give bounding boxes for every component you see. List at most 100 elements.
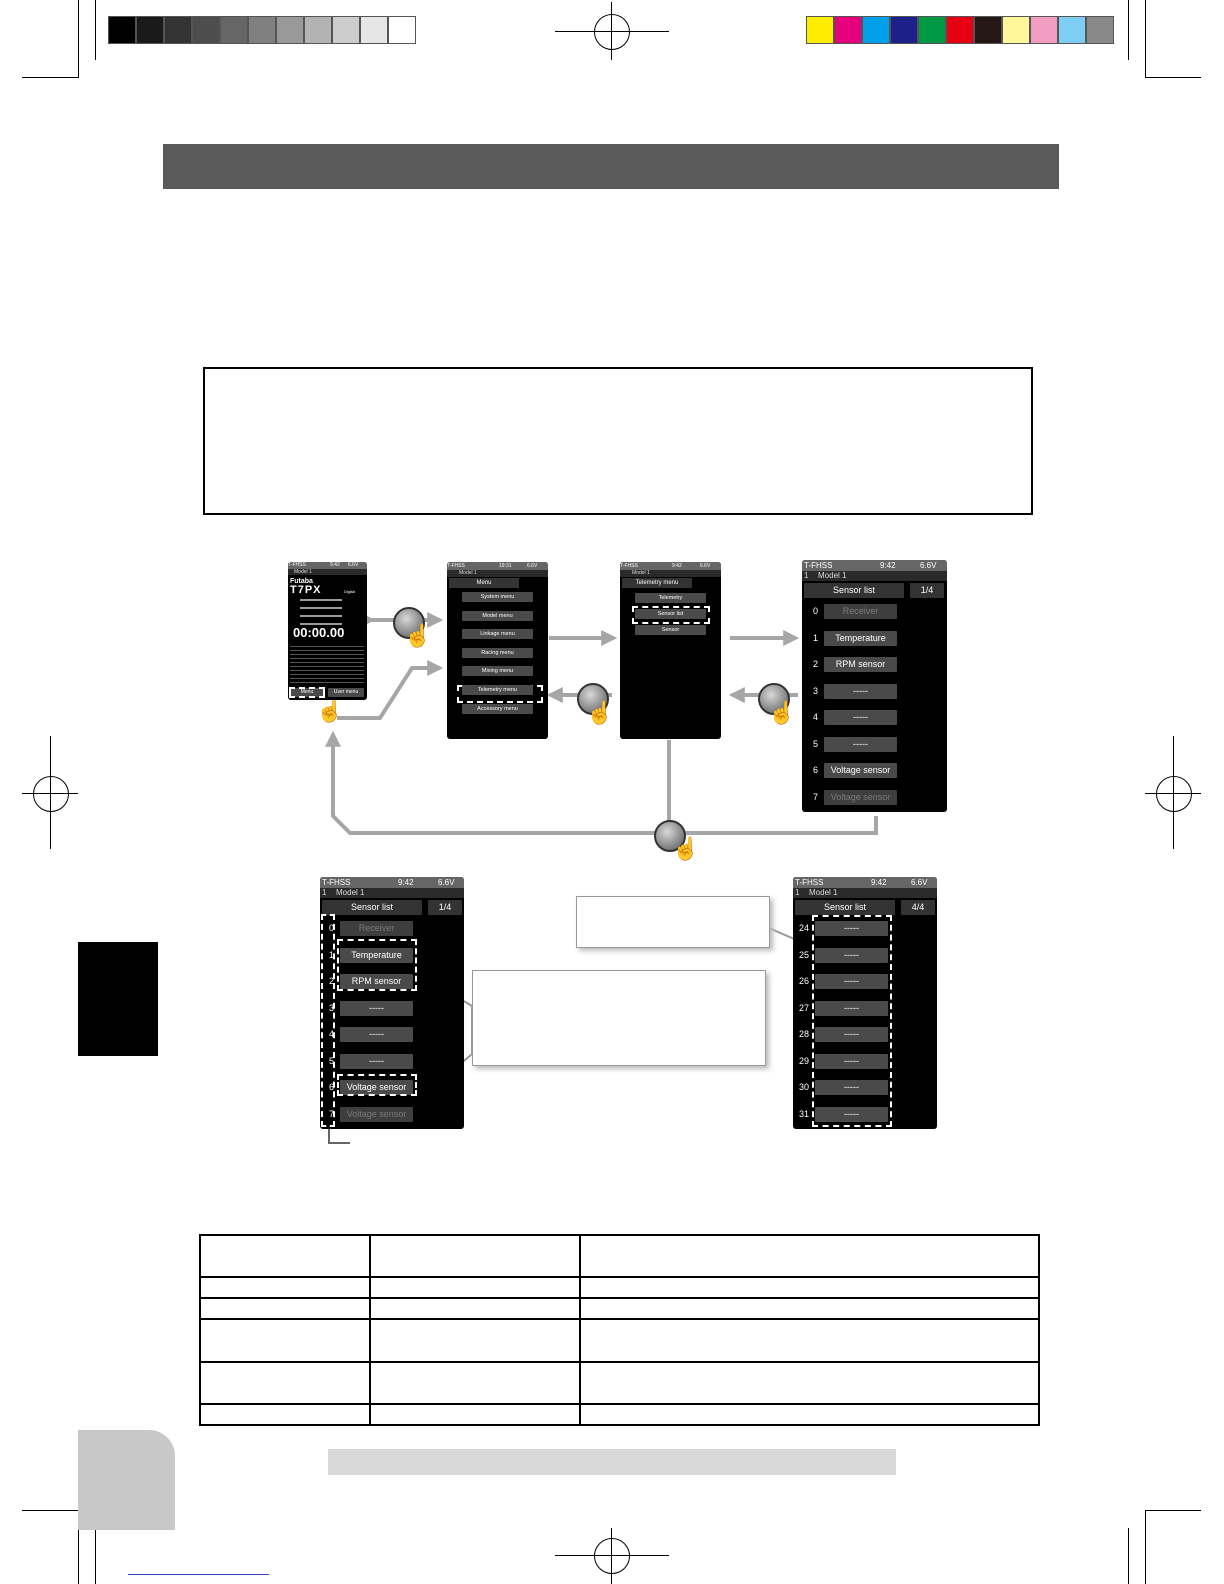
crop-mark <box>78 0 79 78</box>
sensor-slot-button[interactable]: Receiver <box>824 604 897 619</box>
sensor-slot-button[interactable]: ----- <box>824 736 897 752</box>
status-time: 9:42 <box>398 878 414 887</box>
hand-pointer-icon: ☝ <box>404 623 432 648</box>
registration-mark <box>1156 776 1192 812</box>
sensor-slot-button[interactable]: ----- <box>340 1053 413 1069</box>
sensor-slot-button[interactable]: ----- <box>815 1027 888 1042</box>
info-lines <box>290 643 364 683</box>
sensor-slot-button[interactable]: Temperature <box>340 947 413 963</box>
status-time: 9:42 <box>672 563 682 569</box>
color-swatch <box>1058 16 1086 44</box>
sensor-slot-button[interactable]: RPM sensor <box>824 657 897 672</box>
crop-mark <box>1145 0 1146 78</box>
screen-title: Sensor list <box>804 583 904 598</box>
sensor-slot-number: 6 <box>328 1082 334 1092</box>
sensor-slot-button[interactable]: ----- <box>815 1053 888 1069</box>
hand-pointer-icon: ☝ <box>768 700 796 725</box>
model-number: 1 <box>795 888 800 897</box>
sensor-slot-button[interactable]: ----- <box>340 1027 413 1042</box>
menu-screen: T-FHSS 19:31 6.6V Model 1 Menu System me… <box>447 562 548 739</box>
section-title-bar <box>163 144 1059 189</box>
gray-swatch <box>192 16 220 44</box>
crop-mark <box>1128 1528 1129 1584</box>
highlight-slot-numbers <box>321 914 335 1127</box>
status-voltage: 6.6V <box>911 878 928 887</box>
sensor-slot-number: 27 <box>798 1002 809 1013</box>
sensor-slot-number: 5 <box>812 738 818 749</box>
status-time: 9:42 <box>871 878 887 887</box>
model-name: Model 1 <box>620 570 721 577</box>
scroll-bracket <box>328 1128 350 1144</box>
sensor-slot-button[interactable]: ----- <box>815 1106 888 1122</box>
menu-button[interactable]: Menu <box>290 688 324 697</box>
sensor-slot-button[interactable]: Temperature <box>824 630 897 646</box>
chapter-side-tab <box>78 942 158 1056</box>
sensor-slot-button[interactable]: Voltage sensor <box>340 1080 413 1095</box>
model-name: Model 1 <box>288 569 367 575</box>
trim-bars <box>300 596 342 626</box>
sensor-slot-number: 31 <box>798 1108 809 1119</box>
status-label: T-FHSS <box>288 562 306 568</box>
sensor-slot-button[interactable]: ----- <box>815 947 888 963</box>
color-swatch <box>1086 16 1114 44</box>
page-number-tab <box>78 1430 175 1530</box>
telemetry-item-button[interactable]: Telemetry <box>635 593 706 603</box>
screen-title: Menu <box>449 578 519 588</box>
note-box <box>203 367 1033 515</box>
menu-item-button[interactable]: Linkage menu <box>462 629 533 640</box>
product-label: T7PX <box>290 584 322 596</box>
menu-item-button[interactable]: Racing menu <box>462 647 533 658</box>
status-voltage: 6.6V <box>438 878 455 887</box>
highlight-registered-sensors <box>337 939 417 991</box>
sensor-slot-number: 7 <box>812 791 818 802</box>
sensor-slot-button[interactable]: ----- <box>824 710 897 725</box>
sensor-slot-button[interactable]: Receiver <box>340 921 413 936</box>
sensor-slot-button[interactable]: Voltage sensor <box>340 1106 413 1122</box>
callout-box-empty-slots <box>576 896 770 948</box>
status-label: T-FHSS <box>795 878 824 887</box>
user-menu-button[interactable]: User menu <box>328 688 364 697</box>
footer-link-underline <box>128 1574 269 1575</box>
status-voltage: 6.6V <box>700 563 711 569</box>
sensor-slot-number: 0 <box>812 606 818 616</box>
telemetry-item-button[interactable]: Sensor list <box>635 609 706 619</box>
page-indicator: 1/4 <box>428 900 462 915</box>
telemetry-item-button[interactable]: Sensor <box>635 625 706 635</box>
gray-swatch <box>304 16 332 44</box>
crop-mark <box>95 1528 96 1584</box>
status-label: T-FHSS <box>620 563 638 569</box>
menu-item-button[interactable]: Model menu <box>462 610 533 621</box>
sensor-slot-button[interactable]: Voltage sensor <box>824 763 897 778</box>
menu-item-button[interactable]: Telemetry menu <box>462 685 533 695</box>
registration-mark <box>33 776 69 812</box>
status-label: T-FHSS <box>322 878 351 887</box>
sensor-slot-button[interactable]: ----- <box>815 1080 888 1095</box>
sensor-slot-number: 3 <box>328 1002 334 1013</box>
sensor-slot-number: 0 <box>328 923 334 933</box>
sensor-slot-button[interactable]: RPM sensor <box>340 974 413 989</box>
sensor-slot-button[interactable]: Voltage sensor <box>824 789 897 805</box>
menu-item-button[interactable]: Mixing menu <box>462 666 533 677</box>
sensor-slot-number: 28 <box>798 1029 809 1039</box>
sensor-slot-button[interactable]: ----- <box>815 974 888 989</box>
sensor-slot-number: 3 <box>812 685 818 696</box>
callout-box-registered-sensors <box>472 970 766 1066</box>
sensor-slot-button[interactable]: ----- <box>824 683 897 699</box>
jog-knob-icon <box>758 683 790 715</box>
sensor-slot-button[interactable]: ----- <box>340 1000 413 1016</box>
jog-knob-icon <box>393 607 425 639</box>
screen-title: Telemetry menu <box>622 578 692 588</box>
model-name: Model 1 <box>809 888 838 897</box>
sensor-slot-button[interactable]: ----- <box>815 921 888 936</box>
color-swatch <box>1030 16 1058 44</box>
model-number: 1 <box>804 571 809 580</box>
sensor-slot-button[interactable]: ----- <box>815 1000 888 1016</box>
gray-swatch <box>332 16 360 44</box>
registration-mark <box>594 1538 630 1574</box>
menu-item-button[interactable]: System menu <box>462 592 533 602</box>
menu-item-button[interactable]: Accessory menu <box>462 703 533 714</box>
status-voltage: 6.6V <box>348 562 359 568</box>
highlight-voltage-sensor <box>337 1074 417 1096</box>
